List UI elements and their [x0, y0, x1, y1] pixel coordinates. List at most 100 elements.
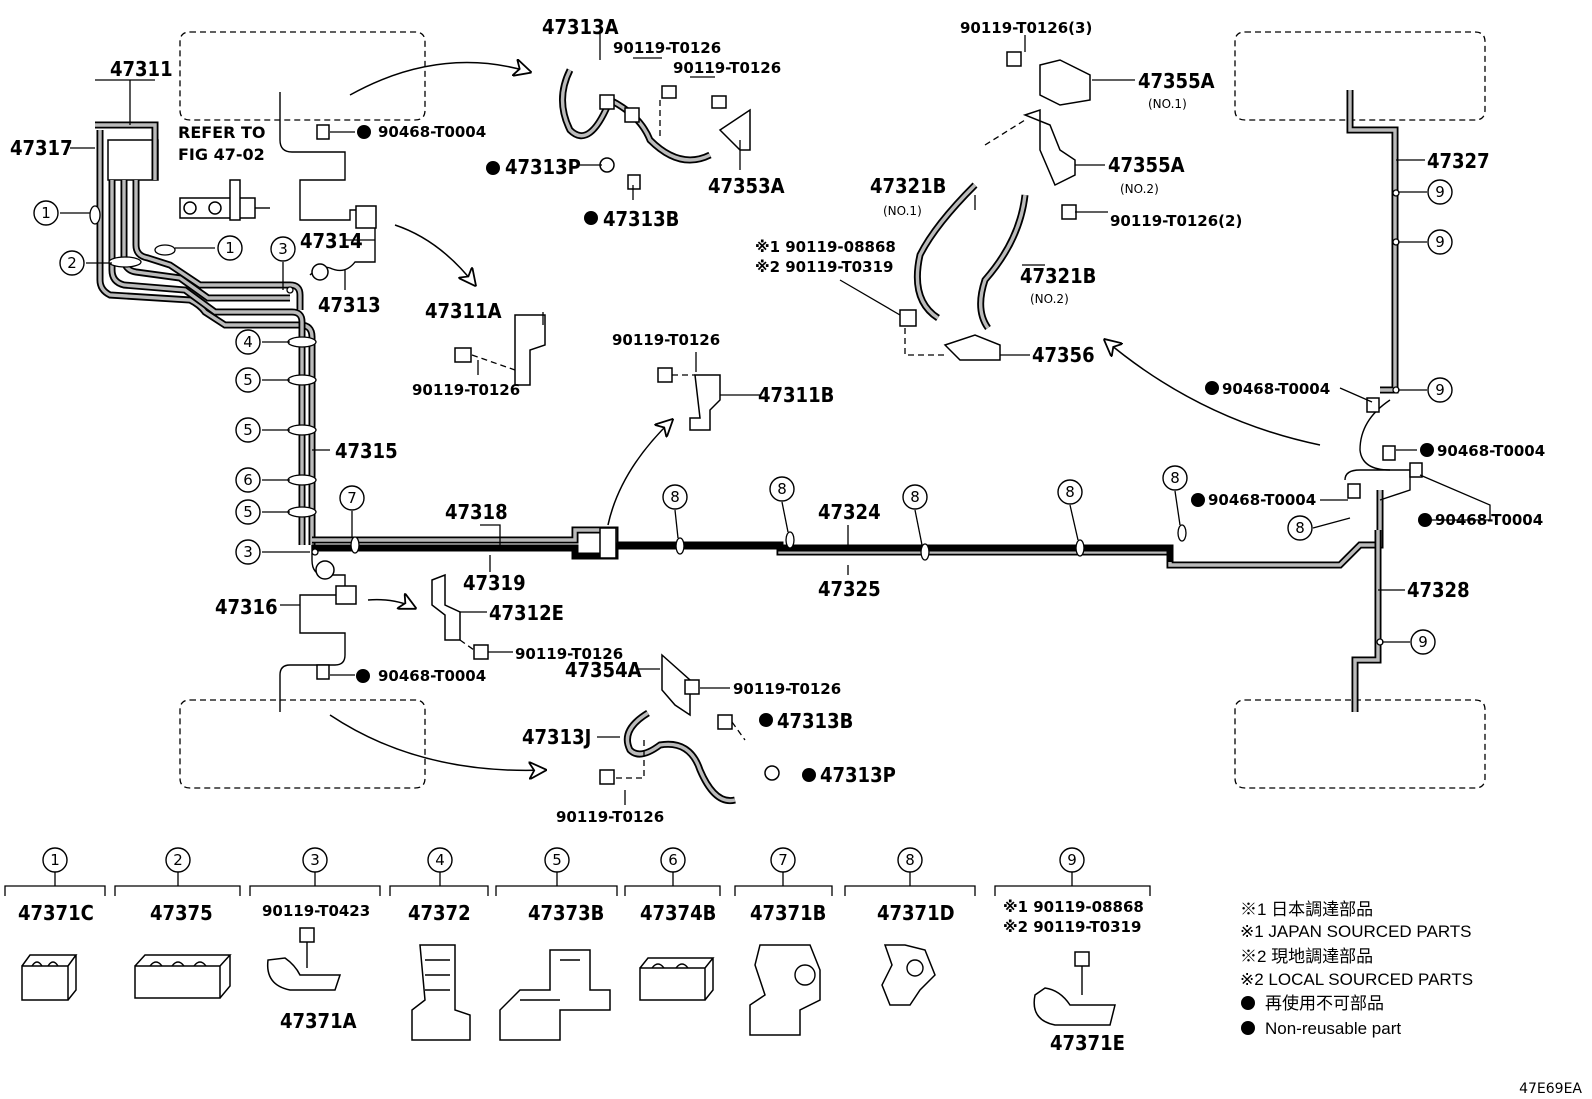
label-47325: 47325	[818, 577, 881, 601]
svg-text:8: 8	[910, 488, 920, 506]
svg-text:47372: 47372	[408, 901, 471, 925]
actuator-tube-bundle	[95, 121, 316, 545]
svg-text:8: 8	[1295, 519, 1305, 537]
svg-text:9: 9	[1435, 233, 1445, 251]
label-47321B-2: 47321B	[1020, 264, 1096, 288]
note-3: ※2 現地調達部品	[1240, 947, 1373, 966]
callout-8b: 8	[769, 476, 795, 533]
label-90468-r1: 90468-T0004	[1222, 380, 1330, 398]
clamp-legend-item-9: 9 ※1 90119-08868 ※2 90119-T0319 47371E	[994, 847, 1151, 1055]
label-no1-a: (NO.1)	[1148, 97, 1187, 111]
clamp-legend: 1 47371C 2 47375 3 90119-T0423 47371A 4 …	[4, 847, 1151, 1055]
svg-text:※1 90119-08868: ※1 90119-08868	[1003, 898, 1144, 916]
label-no2-b: (NO.2)	[1030, 292, 1069, 306]
callout-9a: 9	[1398, 179, 1453, 205]
svg-text:4: 4	[435, 851, 445, 869]
bolt-icon	[1074, 951, 1090, 967]
actuator-block	[107, 139, 159, 181]
svg-text:90119-T0423: 90119-T0423	[262, 902, 370, 920]
callout-4: 4	[235, 329, 290, 355]
callout-1b: 1	[175, 235, 243, 261]
bracket-47311A	[454, 314, 546, 386]
svg-text:9: 9	[1418, 633, 1428, 651]
label-47313B-bottom: 47313B	[777, 709, 853, 733]
callout-3a: 3	[270, 236, 296, 290]
label-no1-b: (NO.1)	[883, 204, 922, 218]
part-labels: 47311 47317 REFER TO FIG 47-02 90468-T00…	[10, 15, 1545, 826]
label-47355A-2: 47355A	[1108, 153, 1185, 177]
figure-code: 47E69EA	[1519, 1081, 1582, 1097]
label-47313J: 47313J	[522, 725, 591, 749]
label-90119-a2: 90119-T0126	[673, 59, 781, 77]
wheel-area-front-right	[1234, 31, 1486, 121]
svg-text:5: 5	[243, 371, 253, 389]
callout-9c: 9	[1398, 377, 1453, 403]
clamp-legend-item-8: 8 47371D	[844, 847, 976, 1006]
svg-text:2: 2	[67, 254, 77, 272]
non-reusable-dot-icon	[356, 125, 1434, 782]
callout-8d: 8	[1057, 479, 1083, 541]
label-47317: 47317	[10, 136, 73, 160]
clip-markers	[89, 189, 1400, 646]
label-90119-g3: 90119-T0126(3)	[960, 19, 1092, 37]
callout-9d: 9	[1382, 629, 1436, 655]
refer-line-1: REFER TO	[178, 123, 266, 142]
svg-text:3: 3	[310, 851, 320, 869]
svg-text:1: 1	[41, 204, 51, 222]
svg-text:※2 90119-T0319: ※2 90119-T0319	[1003, 918, 1141, 936]
label-47319: 47319	[463, 571, 526, 595]
callout-8e: 8	[1162, 465, 1188, 526]
label-90468-r2: 90468-T0004	[1437, 442, 1545, 460]
svg-text:5: 5	[243, 503, 253, 521]
hose-47313A-assembly	[559, 68, 751, 190]
callout-5a: 5	[235, 367, 290, 393]
label-47318: 47318	[445, 500, 508, 524]
label-90119-a1: 90119-T0126	[613, 39, 721, 57]
callout-5c: 5	[235, 499, 290, 525]
svg-text:47374B: 47374B	[640, 901, 716, 925]
callout-8c: 8	[902, 484, 928, 546]
label-47314: 47314	[300, 229, 363, 253]
svg-text:3: 3	[278, 240, 288, 258]
tube-47328	[1351, 530, 1382, 712]
svg-text:6: 6	[243, 471, 253, 489]
non-reusable-dot-icon	[1241, 996, 1255, 1010]
svg-text:7: 7	[347, 489, 357, 507]
svg-text:8: 8	[1170, 469, 1180, 487]
svg-text:9: 9	[1067, 851, 1077, 869]
svg-text:3: 3	[243, 543, 253, 561]
wheel-area-rear-left	[179, 699, 426, 789]
label-47355A-1: 47355A	[1138, 69, 1215, 93]
label-47315: 47315	[335, 439, 398, 463]
callout-7: 7	[339, 485, 365, 537]
label-47313A: 47313A	[542, 15, 619, 39]
svg-text:5: 5	[243, 421, 253, 439]
main-tube-run	[312, 490, 1384, 569]
svg-text:47371A: 47371A	[280, 1009, 357, 1033]
label-ref2-code: ※2 90119-T0319	[755, 258, 893, 276]
note-1: ※1 日本調達部品	[1240, 900, 1373, 919]
svg-text:8: 8	[670, 488, 680, 506]
label-47353A: 47353A	[708, 174, 785, 198]
svg-text:1: 1	[50, 851, 60, 869]
label-90119-f: 90119-T0126	[556, 808, 664, 826]
svg-text:47375: 47375	[150, 901, 213, 925]
label-47327: 47327	[1427, 149, 1490, 173]
svg-text:8: 8	[905, 851, 915, 869]
label-47356: 47356	[1032, 343, 1095, 367]
label-47313P-bottom: 47313P	[820, 763, 896, 787]
svg-text:9: 9	[1435, 183, 1445, 201]
svg-text:7: 7	[778, 851, 788, 869]
non-reusable-dot-icon	[1241, 1021, 1255, 1035]
label-90468-bottom: 90468-T0004	[378, 667, 486, 685]
leader-lines	[70, 30, 1491, 805]
label-ref1-code: ※1 90119-08868	[755, 238, 896, 256]
clamp-legend-item-5: 5 47373B	[495, 847, 618, 1041]
hose-47313J-assembly	[599, 653, 780, 805]
svg-text:1: 1	[225, 239, 235, 257]
svg-text:2: 2	[173, 851, 183, 869]
proportioning-valve	[179, 179, 270, 221]
svg-text:8: 8	[777, 480, 787, 498]
svg-text:47371C: 47371C	[18, 901, 94, 925]
